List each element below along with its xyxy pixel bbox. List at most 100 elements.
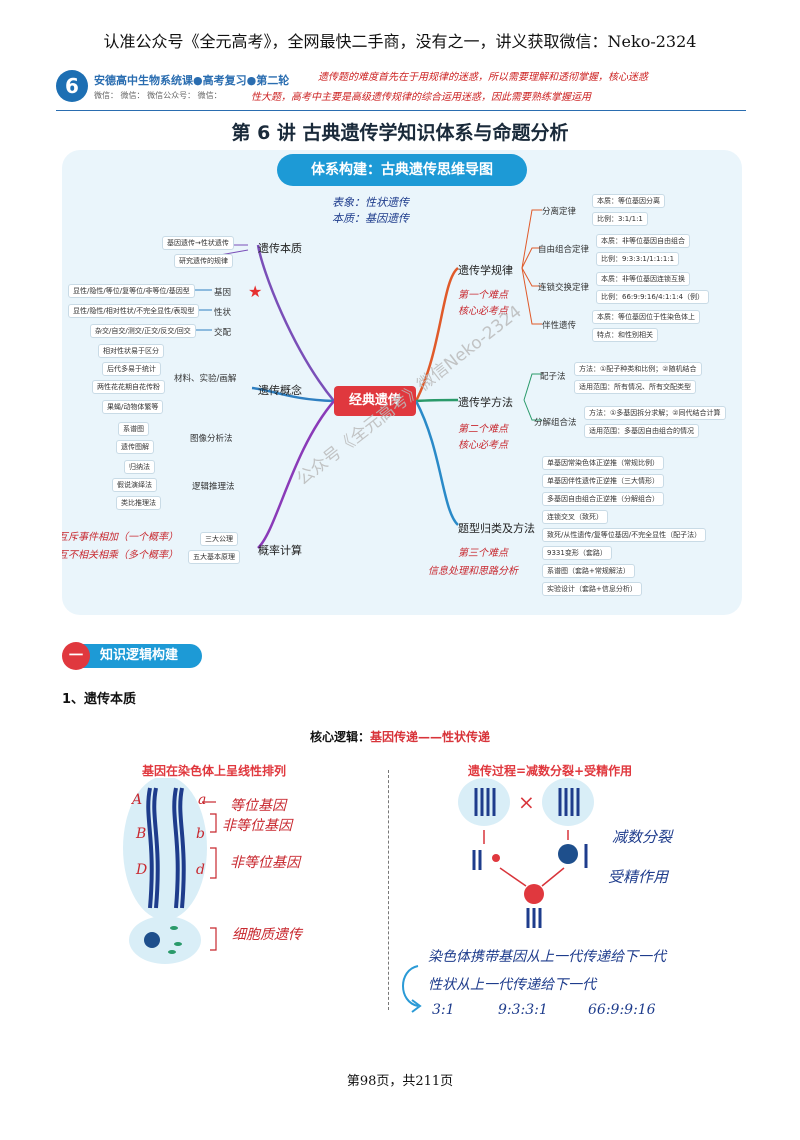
- hw-meiosis: 减数分裂: [612, 828, 673, 846]
- node-diagram-method: 图像分析法: [190, 434, 233, 444]
- leaf-split-2: 适用范围：多基因自由组合的情况: [584, 424, 699, 438]
- handwritten-note-line-1: 遗传题的难度首先在于用规律的迷惑，所以需要理解和透彻掌握，核心迷惑: [318, 72, 648, 83]
- sub-heading: 1、遗传本质: [62, 692, 137, 707]
- hw-top-note-2: 本质：基因遗传: [332, 212, 409, 225]
- leaf-problem-8: 实验设计（套路+信息分析）: [542, 582, 642, 596]
- hw-prob-note-2: 互不相关相乘（多个概率）: [62, 550, 178, 561]
- node-problems: 题型归类及方法: [458, 522, 535, 535]
- allele-D: D: [136, 862, 148, 878]
- chromosome-diagram: [123, 778, 217, 964]
- node-sex-linked: 伴性遗传: [542, 321, 577, 331]
- node-independent: 自由组合定律: [538, 245, 590, 255]
- course-header: 6 安德高中生物系统课●高考复习●第二轮 微信： 微信： 微信公众号： 微信： …: [56, 68, 746, 110]
- leaf-sex-1: 本质：等位基因位于性染色体上: [592, 310, 700, 324]
- leaf-essence-2: 研究遗传的规律: [174, 254, 233, 268]
- hw-nonallelic-1: 非等位基因: [222, 818, 292, 834]
- hw-laws-note-1: 第一个难点: [458, 290, 508, 301]
- leaf-seg-1: 本质：等位基因分离: [592, 194, 665, 208]
- leaf-cross: 杂交/自交/测交/正交/反交/回交: [90, 324, 196, 338]
- header-divider: [56, 110, 746, 111]
- node-probability: 概率计算: [258, 544, 302, 557]
- section-label: 知识逻辑构建: [80, 644, 203, 668]
- curve-arrow: [402, 965, 422, 1013]
- hw-allelic: 等位基因: [230, 798, 286, 814]
- leaf-prob-2: 五大基本原理: [188, 550, 240, 564]
- leaf-materials-1: 相对性状易于区分: [98, 344, 164, 358]
- node-essence: 遗传本质: [258, 242, 302, 255]
- hw-problems-note-1: 第三个难点: [458, 548, 508, 559]
- mindmap-title: 体系构建：古典遗传思维导图: [277, 154, 527, 186]
- leaf-ind-2: 比例：9:3:3:1/1:1:1:1: [596, 252, 680, 266]
- hw-methods-note-2: 核心必考点: [458, 440, 508, 451]
- mindmap: 体系构建：古典遗传思维导图 经典遗传 表象：性状遗传 本质：基因遗传 遗传本质 …: [62, 150, 742, 615]
- hw-prob-note-1: 互斥事件相加（一个概率）: [62, 532, 178, 543]
- leaf-link-2: 比例：66:9:9:16/4:1:1:4（例）: [596, 290, 710, 304]
- leaf-materials-4: 果蝇/动物体繁等: [102, 400, 164, 414]
- core-logic-prefix: 核心逻辑：: [309, 730, 370, 744]
- allele-B: B: [136, 826, 147, 842]
- leaf-problem-6: 9331变形（套路）: [542, 546, 612, 560]
- leaf-diagram-2: 遗传图解: [116, 440, 154, 454]
- leaf-problem-3: 多基因自由组合正逆推（分解组合）: [542, 492, 664, 506]
- hw-cytoplasmic: 细胞质遗传: [232, 927, 302, 943]
- inheritance-diagram: [458, 778, 594, 928]
- leaf-problem-4: 连锁交叉（致死）: [542, 510, 608, 524]
- hw-ratio-2: 9:3:3:1: [498, 1002, 548, 1018]
- section-number: 一: [62, 642, 90, 670]
- node-segregation: 分离定律: [542, 207, 577, 217]
- node-logic-method: 逻辑推理法: [192, 482, 235, 492]
- lecture-title: 第 6 讲 古典遗传学知识体系与命题分析: [231, 122, 569, 144]
- allele-a: a: [198, 792, 207, 808]
- hw-note-trait: 性状从上一代传递给下一代: [428, 977, 596, 993]
- hw-nonallelic-2: 非等位基因: [230, 855, 300, 871]
- cross-symbol: ×: [518, 790, 535, 814]
- page-footer: 第98页，共211页: [346, 1074, 454, 1089]
- leaf-trait: 显性/隐性/相对性状/不完全显性/表现型: [68, 304, 200, 318]
- node-methods: 遗传学方法: [458, 396, 513, 409]
- leaf-logic-2: 假说演绎法: [112, 478, 157, 492]
- course-subtitle: 微信： 微信： 微信公众号： 微信：: [94, 91, 222, 100]
- hw-methods-note-1: 第二个难点: [458, 424, 508, 435]
- leaf-gamete-1: 方法：①配子种类和比例；②随机结合: [574, 362, 702, 376]
- node-split-combine: 分解组合法: [534, 418, 577, 428]
- leaf-essence-1: 基因遗传→性状遗传: [162, 236, 234, 250]
- leaf-diagram-1: 系谱图: [118, 422, 149, 436]
- panel-divider: [388, 770, 389, 1010]
- allele-A: A: [132, 792, 143, 808]
- node-trait: 性状: [214, 308, 232, 318]
- leaf-link-1: 本质：非等位基因连锁互换: [596, 272, 690, 286]
- node-materials: 材料、实验/画解: [174, 374, 237, 384]
- hw-ratio-1: 3:1: [432, 1002, 455, 1018]
- node-gene: 基因: [214, 288, 232, 298]
- top-banner: 认准公众号《全元高考》，全网最快二手商，没有之一，讲义获取微信：Neko-232…: [103, 32, 697, 51]
- allele-d: d: [196, 862, 205, 878]
- node-cross: 交配: [214, 328, 232, 338]
- leaf-prob-1: 三大公理: [200, 532, 238, 546]
- node-linkage: 连锁交换定律: [538, 283, 590, 293]
- leaf-problem-2: 单基因伴性遗传正逆推（三大情形）: [542, 474, 664, 488]
- leaf-ind-1: 本质：非等位基因自由组合: [596, 234, 690, 248]
- node-concepts: 遗传概念: [258, 384, 302, 397]
- node-gamete: 配子法: [540, 372, 566, 382]
- course-logo: 6: [56, 70, 88, 102]
- leaf-split-1: 方法：①多基因拆分求解；②同代结合计算: [584, 406, 726, 420]
- hw-top-note-1: 表象：性状遗传: [332, 196, 409, 209]
- hw-problems-note-2: 信息处理和思路分析: [428, 566, 518, 577]
- node-laws: 遗传学规律: [458, 264, 513, 277]
- leaf-problem-7: 系谱图（套路+常规解法）: [542, 564, 635, 578]
- leaf-materials-3: 两性花花期自花传粉: [92, 380, 165, 394]
- right-panel-title: 遗传过程=减数分裂+受精作用: [468, 764, 633, 778]
- allele-b: b: [196, 826, 205, 842]
- leaf-problem-5: 致死/从性遗传/复等位基因/不完全显性（配子法）: [542, 528, 707, 542]
- leaf-sex-2: 特点：和性别相关: [592, 328, 658, 342]
- mindmap-center-node: 经典遗传: [334, 386, 416, 416]
- hw-fertilization: 受精作用: [608, 868, 669, 886]
- core-logic-highlight: 基因传递——性状传递: [370, 730, 491, 744]
- hw-ratio-3: 66:9:9:16: [588, 1002, 656, 1018]
- hw-note-chromosome: 染色体携带基因从上一代传递给下一代: [428, 949, 666, 965]
- handwritten-note-line-2: 性大题，高考中主要是高级遗传规律的综合运用迷惑，因此需要熟练掌握运用: [251, 92, 591, 103]
- leaf-logic-3: 类比推理法: [116, 496, 161, 510]
- leaf-problem-1: 单基因常染色体正逆推（常规比例）: [542, 456, 664, 470]
- leaf-materials-2: 后代多易于统计: [102, 362, 161, 376]
- hw-laws-note-2: 核心必考点: [458, 306, 508, 317]
